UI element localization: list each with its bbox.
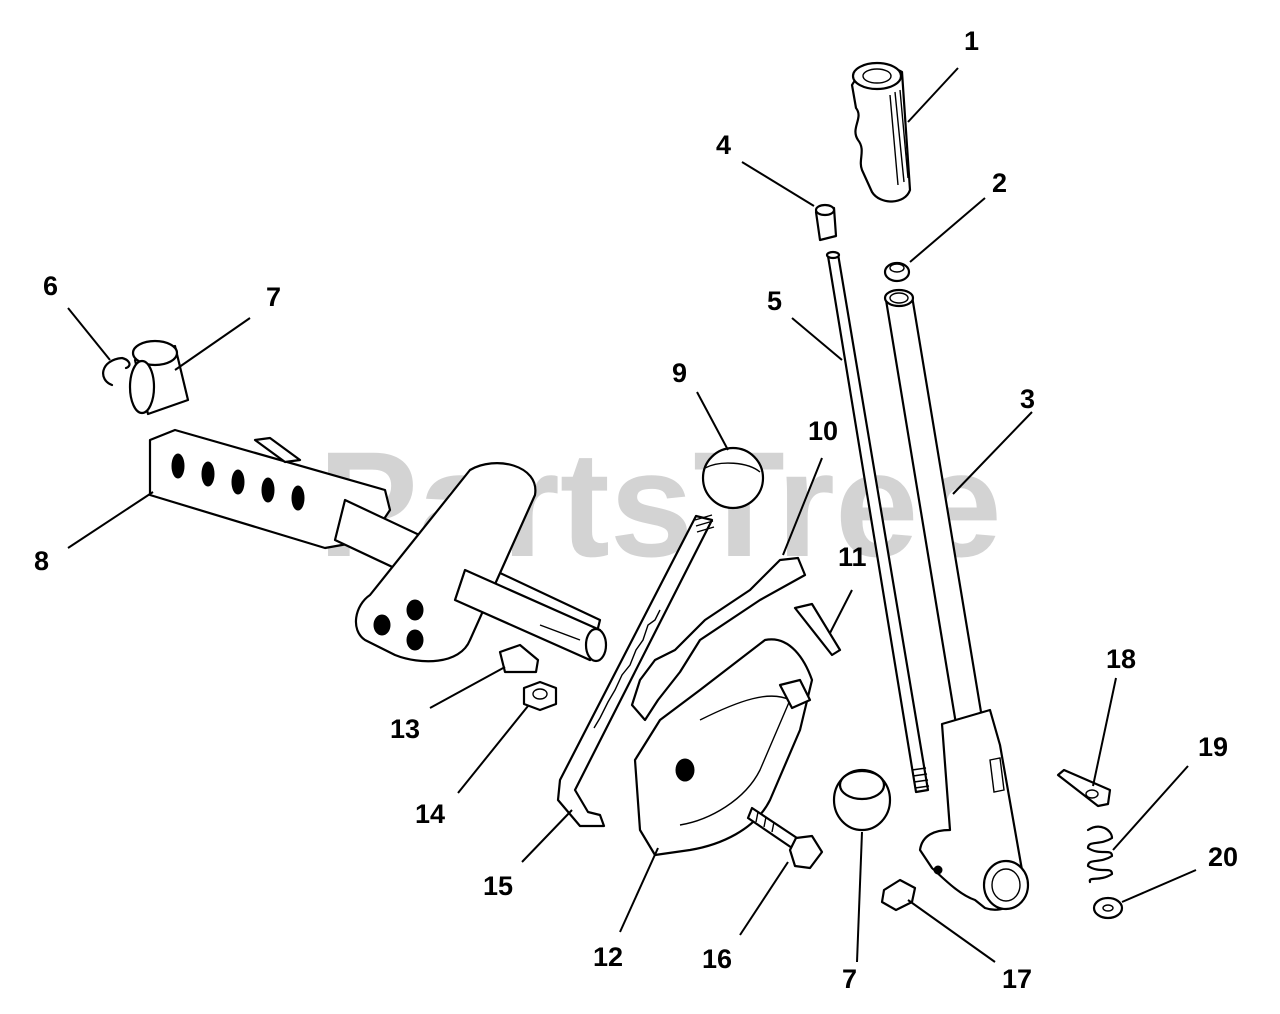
part-12-bracket xyxy=(633,638,814,857)
callout-4: 4 xyxy=(716,130,731,160)
callout-5: 5 xyxy=(767,286,782,316)
part-18-latch xyxy=(1056,768,1112,808)
callout-10: 10 xyxy=(808,416,838,446)
callout-3: 3 xyxy=(1020,384,1035,414)
callout-17: 17 xyxy=(1002,964,1032,994)
part-7-bushing-bottom xyxy=(832,768,892,832)
part-2-plug xyxy=(883,261,911,283)
part-6-snap-ring xyxy=(102,356,131,387)
callout-11: 11 xyxy=(838,542,867,572)
part-10-lever-plate xyxy=(630,556,807,722)
callout-14: 14 xyxy=(415,799,445,829)
callout-18: 18 xyxy=(1106,644,1136,674)
callout-labels: 1 2 3 4 5 6 7 7 8 9 10 11 12 13 14 15 16… xyxy=(34,26,1238,994)
callout-6: 6 xyxy=(43,271,58,301)
part-4-cap xyxy=(814,203,838,242)
callout-13: 13 xyxy=(390,714,420,744)
callout-16: 16 xyxy=(702,944,732,974)
part-7-bushing-top xyxy=(128,339,190,416)
leader-lines xyxy=(67,67,1197,963)
part-17-set-screw xyxy=(880,878,917,912)
callout-15: 15 xyxy=(483,871,513,901)
callout-2: 2 xyxy=(992,168,1007,198)
part-1-grip xyxy=(850,61,912,203)
part-16-bolt xyxy=(746,806,824,870)
part-13-key xyxy=(498,643,540,674)
callout-12: 12 xyxy=(593,942,623,972)
callout-1: 1 xyxy=(964,26,979,56)
callout-9: 9 xyxy=(672,358,687,388)
part-9-knob xyxy=(701,446,765,510)
part-3-lever-tube xyxy=(883,288,1030,911)
part-5-rod xyxy=(825,250,930,794)
part-14-nut xyxy=(522,680,558,712)
part-15-ratchet-rod xyxy=(556,514,715,828)
part-8-pedal-arm xyxy=(148,428,608,663)
callout-19: 19 xyxy=(1198,732,1228,762)
callout-7-bottom: 7 xyxy=(842,964,857,994)
part-11-clip xyxy=(793,602,842,657)
callout-20: 20 xyxy=(1208,842,1238,872)
part-19-spring xyxy=(1086,825,1114,884)
callout-7-top: 7 xyxy=(266,282,281,312)
callout-8: 8 xyxy=(34,546,49,576)
part-20-washer xyxy=(1092,896,1124,920)
